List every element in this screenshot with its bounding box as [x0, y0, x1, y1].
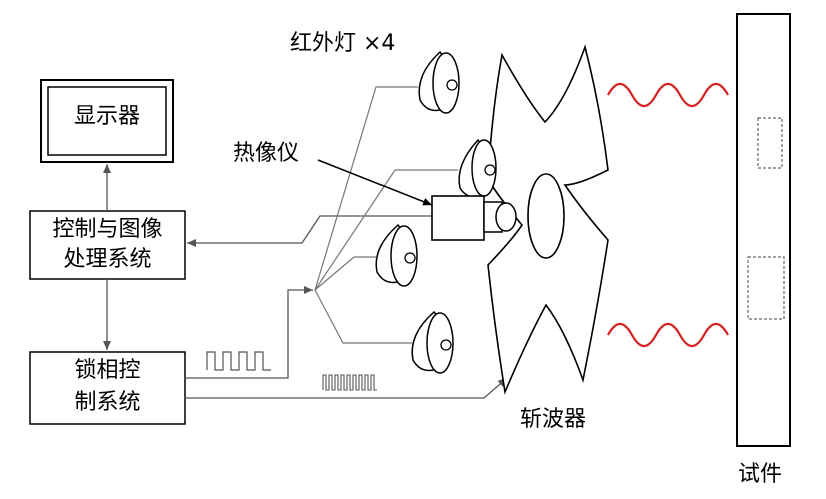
chopper-label: 斩波器: [520, 407, 587, 432]
lockin-label-line2: 制系统: [74, 390, 141, 415]
camera-label-pointer: [317, 159, 433, 206]
control-label-line2: 处理系统: [63, 247, 152, 272]
defect-lower: [747, 256, 785, 320]
specimen-bar: [736, 13, 791, 447]
lockin-to-chopper-line: [185, 377, 508, 399]
heat-wave-upper: [607, 82, 729, 108]
lockin-control-box: [29, 351, 186, 425]
defect-upper: [757, 117, 783, 169]
thermal-camera: [431, 195, 517, 241]
lamp-fanout-lines: [314, 86, 458, 344]
control-label-line1: 控制与图像: [52, 217, 163, 242]
display-monitor: [40, 79, 174, 163]
display-label: 显示器: [73, 104, 140, 129]
ir-lamp-2: [458, 138, 497, 198]
heat-wave-lower: [607, 322, 729, 348]
camera-to-control-line: [187, 215, 432, 247]
ir-lamp-4: [411, 310, 454, 374]
lockin-to-lamps-line: [185, 286, 313, 379]
specimen-label: 试件: [738, 462, 783, 487]
square-wave-low: [206, 351, 271, 371]
lockin-label-line1: 锁相控: [74, 358, 141, 383]
ir-lamp-3: [375, 223, 418, 287]
ir-lamp-1: [418, 50, 460, 114]
chopper-blade: [487, 44, 609, 395]
camera-label: 热像仪: [233, 141, 300, 166]
ir-lamps-label: 红外灯 ×4: [290, 31, 396, 56]
square-wave-high: [322, 374, 377, 391]
